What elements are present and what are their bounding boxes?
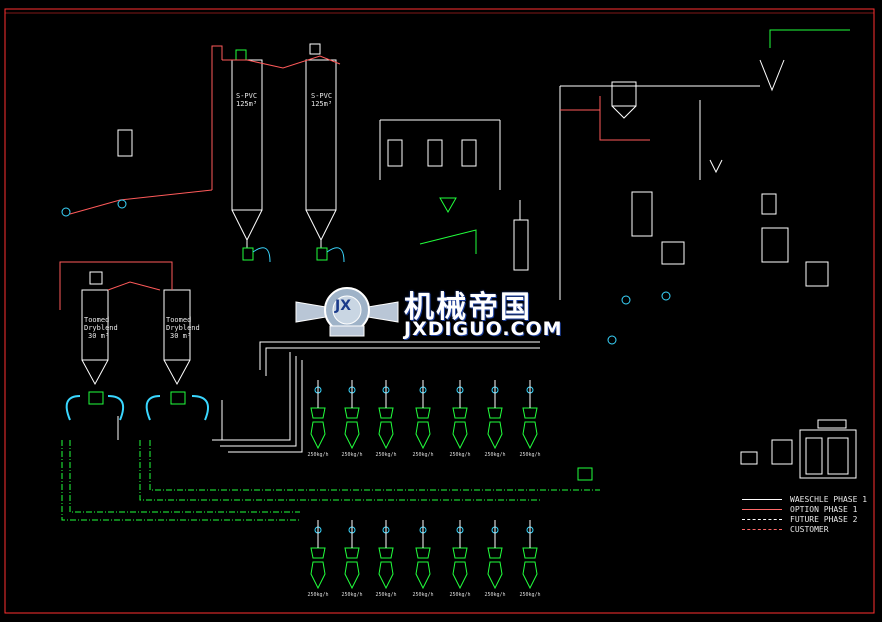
feeder-hopper <box>415 547 431 559</box>
scale-top-unit: 250kg/h <box>412 380 434 458</box>
scale-capacity-label: 250kg/h <box>412 592 433 598</box>
scale-top-unit: 250kg/h <box>341 380 363 458</box>
distribution-lines <box>117 341 540 453</box>
scale-body <box>522 421 538 450</box>
drawing-frame <box>4 8 875 614</box>
scale-top-unit: 250kg/h <box>307 380 329 458</box>
silo-spvc-2 <box>305 59 337 248</box>
label-spvc-1: S-PVC <box>236 92 258 100</box>
legend-line-solid-white <box>742 499 782 500</box>
scales-row-top: 250kg/h 250kg/h 250kg/h 250kg/h 250kg/h 250kg… <box>307 380 541 458</box>
scale-bottom-unit: 250kg/h <box>449 520 471 598</box>
scale-bottom-unit: 250kg/h <box>412 520 434 598</box>
scale-body <box>310 561 326 590</box>
silo-spvc-1 <box>231 59 263 248</box>
silo-filter-2 <box>309 43 321 55</box>
legend-line-solid-red <box>742 509 782 510</box>
legend-line-dashdot-white <box>742 519 782 520</box>
watermark-chinese: 机械帝国 <box>404 290 532 325</box>
scale-capacity-label: 250kg/h <box>341 592 362 598</box>
scale-body <box>378 421 394 450</box>
scale-capacity-label: 250kg/h <box>449 592 470 598</box>
scale-capacity-label: 250kg/h <box>307 452 328 458</box>
scale-capacity-label: 250kg/h <box>449 452 470 458</box>
feeder-hopper <box>344 407 360 419</box>
scale-top-unit: 250kg/h <box>519 380 541 458</box>
scale-body <box>452 561 468 590</box>
scale-capacity-label: 250kg/h <box>519 452 540 458</box>
computer-icons <box>740 419 857 479</box>
feeder-hopper <box>415 407 431 419</box>
scale-capacity-label: 250kg/h <box>307 592 328 598</box>
silo-dryblend-1 <box>81 289 109 386</box>
watermark-emblem <box>295 287 399 337</box>
legend-text: FUTURE PHASE 2 <box>790 515 858 524</box>
label-spvc-1-volume: 125m³ <box>236 100 258 108</box>
watermark-emblem-text: JX <box>335 298 352 314</box>
scale-top-unit: 250kg/h <box>484 380 506 458</box>
scale-bottom-unit: 250kg/h <box>341 520 363 598</box>
label-spvc-2-volume: 125m³ <box>311 100 333 108</box>
feeder-hopper <box>452 407 468 419</box>
legend-item-waeschle: WAESCHLE PHASE 1 <box>738 495 878 505</box>
feeder-hopper <box>487 407 503 419</box>
legend-item-customer: CUSTOMER <box>738 525 878 535</box>
legend-item-option: OPTION PHASE 1 <box>738 505 878 515</box>
feeder-hopper <box>310 407 326 419</box>
scale-top-unit: 250kg/h <box>375 380 397 458</box>
scale-capacity-label: 250kg/h <box>484 592 505 598</box>
label-dryblend-2: Toomed Dryblend <box>166 316 200 332</box>
silo-filter-1 <box>235 49 247 61</box>
scale-capacity-label: 250kg/h <box>375 452 396 458</box>
feeder-hopper <box>378 407 394 419</box>
legend-item-future: FUTURE PHASE 2 <box>738 515 878 525</box>
feeder-hopper <box>522 407 538 419</box>
label-dryblend-1: Toomed Dryblend <box>84 316 118 332</box>
feeder-hopper <box>310 547 326 559</box>
scale-bottom-unit: 250kg/h <box>484 520 506 598</box>
scale-capacity-label: 250kg/h <box>341 452 362 458</box>
watermark-latin: JXDIGUO.COM <box>404 318 563 340</box>
legend-text: WAESCHLE PHASE 1 <box>790 495 868 504</box>
scale-body <box>452 421 468 450</box>
feeder-hopper <box>452 547 468 559</box>
scale-top-unit: 250kg/h <box>449 380 471 458</box>
scale-bottom-unit: 250kg/h <box>519 520 541 598</box>
label-dryblend-2-volume: 30 m³ <box>170 332 192 340</box>
scale-bottom-unit: 250kg/h <box>307 520 329 598</box>
feeder-hopper <box>522 547 538 559</box>
scale-body <box>487 561 503 590</box>
scale-capacity-label: 250kg/h <box>519 592 540 598</box>
scale-body <box>344 561 360 590</box>
scale-capacity-label: 250kg/h <box>375 592 396 598</box>
center-filters <box>379 119 501 190</box>
watermark: JX 机械帝国 JXDIGUO.COM <box>292 282 592 344</box>
label-dryblend-1-volume: 30 m³ <box>88 332 110 340</box>
scales-row-bottom: 250kg/h 250kg/h 250kg/h 250kg/h 250kg/h 250kg… <box>307 520 541 598</box>
feeder-hopper <box>344 547 360 559</box>
scale-body <box>415 561 431 590</box>
scale-capacity-label: 250kg/h <box>484 452 505 458</box>
scale-body <box>415 421 431 450</box>
scale-body <box>487 421 503 450</box>
legend-text: CUSTOMER <box>790 525 829 534</box>
feeder-hopper <box>378 547 394 559</box>
scale-body <box>344 421 360 450</box>
silo-dryblend-2 <box>163 289 191 386</box>
right-process <box>559 59 829 300</box>
conveying-line-spvc <box>211 45 341 190</box>
scale-body <box>522 561 538 590</box>
conveying-line-dryblend <box>59 261 173 310</box>
label-spvc-2: S-PVC <box>311 92 333 100</box>
scale-body <box>378 561 394 590</box>
legend-line-dashed-red <box>742 529 782 530</box>
scale-capacity-label: 250kg/h <box>412 452 433 458</box>
scale-body <box>310 421 326 450</box>
scale-bottom-unit: 250kg/h <box>375 520 397 598</box>
feeder-hopper <box>487 547 503 559</box>
legend-text: OPTION PHASE 1 <box>790 505 858 514</box>
